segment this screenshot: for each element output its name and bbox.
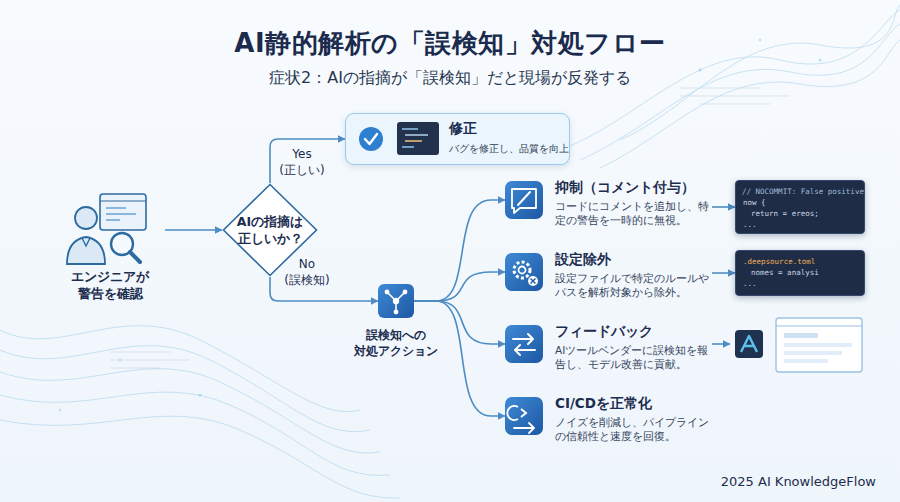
action-description: ノイズを削減し、パイプラインの信頼性と速度を回復。	[555, 415, 710, 443]
config-snippet: .deepsource.tomlnomes = analysi...	[735, 250, 865, 296]
action-title: CI/CDを正常化	[555, 395, 652, 413]
code-snippet: // NOCOMMIT: False positivenow {return =…	[735, 180, 865, 234]
action-title: 設定除外	[555, 251, 611, 269]
subtitle: 症状2：AIの指摘が「誤検知」だと現場が反発する	[0, 68, 900, 89]
code-line: now {	[743, 197, 766, 208]
flow-connector	[414, 272, 505, 301]
code-line: ...	[743, 219, 757, 230]
engineer-illustration	[67, 194, 146, 264]
cicd-icon	[505, 397, 543, 435]
code-comment: // NOCOMMIT: False positive	[742, 186, 864, 197]
flow-connector	[414, 301, 505, 416]
fix-title: 修正	[449, 120, 477, 138]
edge-label: No (誤検知)	[276, 256, 338, 288]
action-description: コードにコメントを追加し、特定の警告を一時的に無視。	[555, 199, 710, 227]
action-item: CI/CDを正常化ノイズを削減し、パイプラインの信頼性と速度を回復。	[505, 394, 712, 452]
diagram-title: AI静的解析の「誤検知」対処フロー	[0, 26, 900, 61]
flow-connector	[270, 139, 345, 183]
action-hub: 誤検知への 対処アクション	[378, 284, 414, 318]
action-item: 抑制（コメント付与） コードにコメントを追加し、特定の警告を一時的に無視。	[505, 178, 712, 236]
code-line: return = ereos;	[751, 208, 819, 219]
vendor-illustration	[712, 318, 862, 372]
engineer-actor: エンジニアが 警告を確認	[55, 190, 165, 304]
action-description: AIツールベンダーに誤検知を報告し、モデル改善に貢献。	[555, 343, 710, 371]
action-title: フィードバック	[555, 323, 653, 341]
footer-credit: 2025 AI KnowledgeFlow	[721, 474, 876, 489]
action-title: 抑制（コメント付与）	[555, 179, 695, 197]
config-filename: .deepsource.toml	[743, 256, 815, 267]
config-icon	[505, 253, 543, 291]
code-line: nomes = analysi	[751, 267, 819, 278]
fix-description: バグを修正し、品質を向上	[449, 142, 569, 155]
flow-connector	[712, 272, 735, 274]
actor-label: エンジニアが 警告を確認	[55, 268, 165, 302]
feedback-icon	[505, 325, 543, 363]
code-line: ...	[743, 278, 757, 289]
fix-box: 修正バグを修正し、品質を向上	[345, 113, 570, 165]
action-item: フィードバック AIツールベンダーに誤検知を報告し、モデル改善に貢献。	[505, 322, 712, 380]
suppress-icon	[505, 181, 543, 219]
action-item: 設定除外設定ファイルで特定のルールやパスを解析対象から除外。	[505, 250, 712, 308]
hub-icon	[378, 284, 414, 318]
flow-connector	[414, 200, 505, 301]
flow-connector	[712, 206, 735, 208]
flow-connector	[165, 229, 222, 231]
edge-label: Yes (正しい)	[276, 146, 328, 178]
action-description: 設定ファイルで特定のルールやパスを解析対象から除外。	[555, 271, 710, 299]
hub-label: 誤検知への 対処アクション	[341, 327, 451, 359]
decision-label: AIの指摘は 正しいか？	[230, 213, 310, 247]
